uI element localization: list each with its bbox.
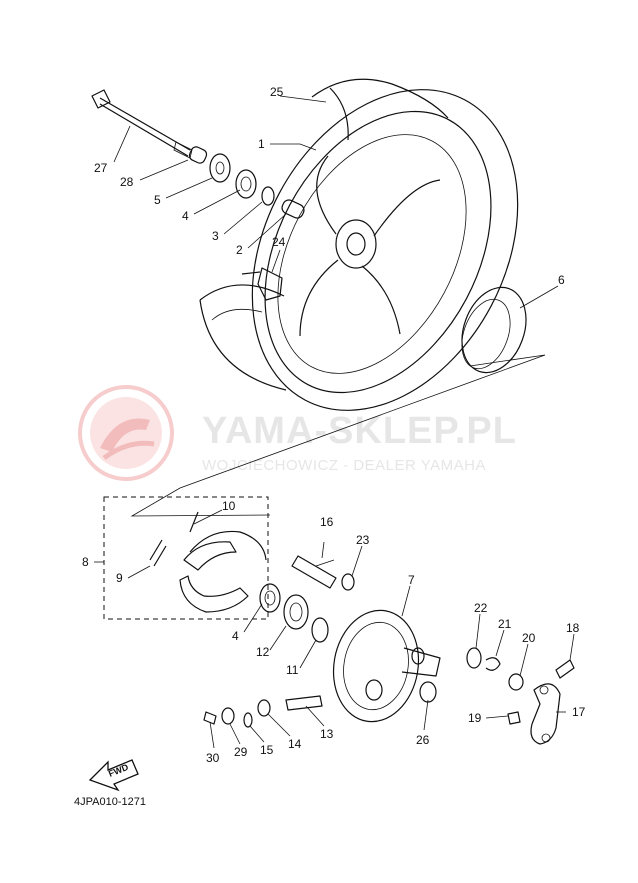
callout-18: 18 bbox=[566, 621, 580, 635]
callout-10: 10 bbox=[222, 499, 236, 513]
wheel-assembly bbox=[199, 78, 519, 411]
callout-3: 3 bbox=[212, 229, 219, 243]
callout-27: 27 bbox=[94, 161, 108, 175]
callout-28: 28 bbox=[120, 175, 134, 189]
callout-5: 5 bbox=[154, 193, 161, 207]
callout-25: 25 bbox=[270, 85, 284, 99]
callout-8: 8 bbox=[82, 555, 89, 569]
meter-gear bbox=[291, 555, 355, 591]
callout-21: 21 bbox=[498, 617, 512, 631]
axle-parts bbox=[91, 89, 305, 219]
brake-shoe-group-box bbox=[103, 496, 269, 620]
brake-arm bbox=[507, 659, 575, 745]
spring-parts bbox=[466, 647, 524, 691]
watermark-subtitle: WOJCIECHOWICZ - DEALER YAMAHA bbox=[202, 457, 486, 474]
brake-shoe bbox=[149, 511, 267, 613]
part-6-seal bbox=[461, 286, 527, 374]
callout-7: 7 bbox=[408, 573, 415, 587]
callout-13: 13 bbox=[320, 727, 334, 741]
callout-26: 26 bbox=[416, 733, 430, 747]
callout-16: 16 bbox=[320, 515, 334, 529]
fwd-arrow-icon: FWD bbox=[88, 759, 139, 792]
callout-20: 20 bbox=[522, 631, 536, 645]
diagram-code: 4JPA010-1271 bbox=[74, 796, 146, 808]
camshaft-parts bbox=[203, 695, 323, 728]
watermark-logo-icon bbox=[78, 385, 174, 481]
callout-30: 30 bbox=[206, 751, 220, 765]
callout-29: 29 bbox=[234, 745, 248, 759]
watermark-title: YAMA-SKLEP.PL bbox=[202, 410, 517, 452]
callout-11: 11 bbox=[286, 663, 299, 677]
callout-6: 6 bbox=[558, 273, 565, 287]
callout-24: 24 bbox=[272, 235, 286, 249]
callouts: 25 1 27 28 5 4 3 2 24 6 8 9 10 4 12 11 1… bbox=[82, 85, 586, 765]
callout-12: 12 bbox=[256, 645, 270, 659]
brake-plate bbox=[332, 609, 441, 723]
leader-lines bbox=[94, 95, 575, 749]
callout-4-top: 4 bbox=[182, 209, 189, 223]
callout-23: 23 bbox=[356, 533, 370, 547]
callout-22: 22 bbox=[474, 601, 488, 615]
callout-14: 14 bbox=[288, 737, 302, 751]
bearing-parts bbox=[259, 583, 329, 643]
callout-4-bottom: 4 bbox=[232, 629, 239, 643]
callout-17: 17 bbox=[572, 705, 586, 719]
callout-2: 2 bbox=[236, 243, 243, 257]
callout-9: 9 bbox=[116, 571, 123, 585]
callout-15: 15 bbox=[260, 743, 274, 757]
watermark: YAMA-SKLEP.PL WOJCIECHOWICZ - DEALER YAM… bbox=[78, 385, 517, 481]
callout-19: 19 bbox=[468, 711, 482, 725]
callout-1: 1 bbox=[258, 137, 265, 151]
